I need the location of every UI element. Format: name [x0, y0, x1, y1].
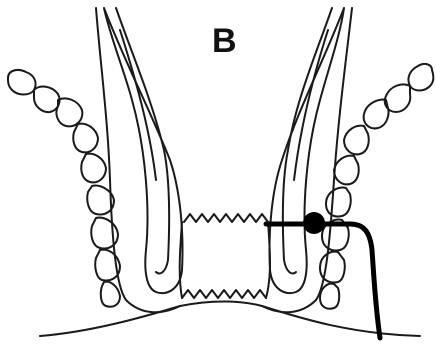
canal-right-side	[266, 222, 270, 298]
left-inner-wall-inner	[116, 8, 169, 274]
lower-wavy-membrane	[182, 290, 266, 298]
probe-balloon	[303, 212, 325, 234]
skin-baseline	[40, 302, 420, 337]
right-segment-chain	[320, 64, 433, 309]
left-segment-chain	[8, 70, 120, 307]
left-outer-wall	[96, 8, 180, 312]
left-inner-wall-outer	[104, 8, 183, 293]
right-inner-wall-inner	[283, 8, 332, 274]
upper-wavy-membrane	[184, 214, 268, 222]
panel-label: B	[212, 22, 237, 60]
